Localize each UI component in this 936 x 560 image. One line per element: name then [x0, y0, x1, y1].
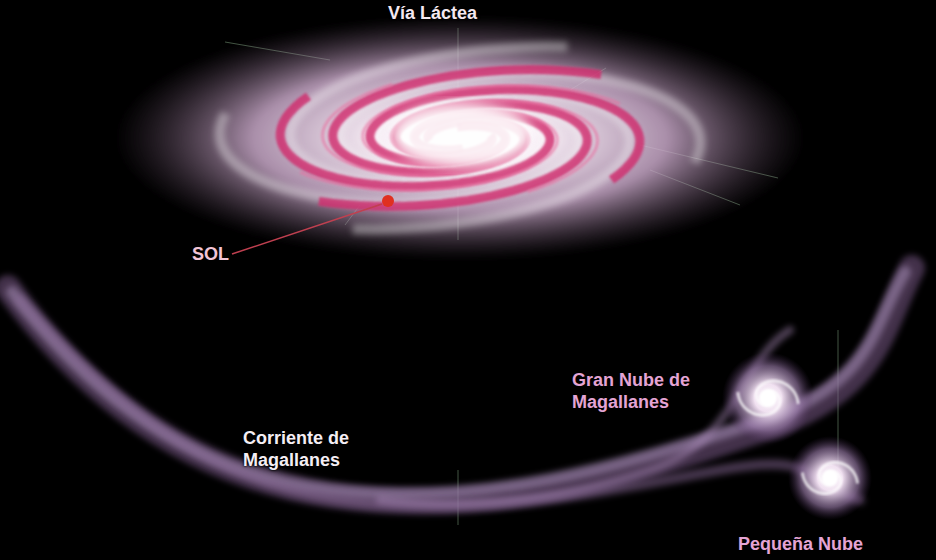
stream-label: Corriente de Magallanes	[243, 428, 393, 471]
sun-dot	[382, 195, 394, 207]
leader-line	[232, 204, 382, 254]
galaxy-label: Vía Láctea	[388, 3, 477, 25]
small-magellanic-cloud	[788, 436, 872, 520]
sun-label: SOL	[192, 244, 229, 266]
spiral-arm	[313, 97, 591, 213]
cloud-label: Gran Nube de Magallanes	[572, 370, 712, 413]
spiral-arm	[389, 94, 601, 201]
large-magellanic-cloud	[722, 352, 814, 444]
cloud-core	[822, 470, 838, 486]
cloud-core	[759, 389, 777, 407]
milky-way-disc	[115, 16, 805, 260]
spiral-arms	[215, 35, 705, 241]
cloud-label: Pequeña Nube	[738, 534, 863, 556]
stream-band	[20, 300, 860, 506]
magellanic-stream	[8, 268, 912, 506]
galactic-bulge	[392, 103, 532, 167]
